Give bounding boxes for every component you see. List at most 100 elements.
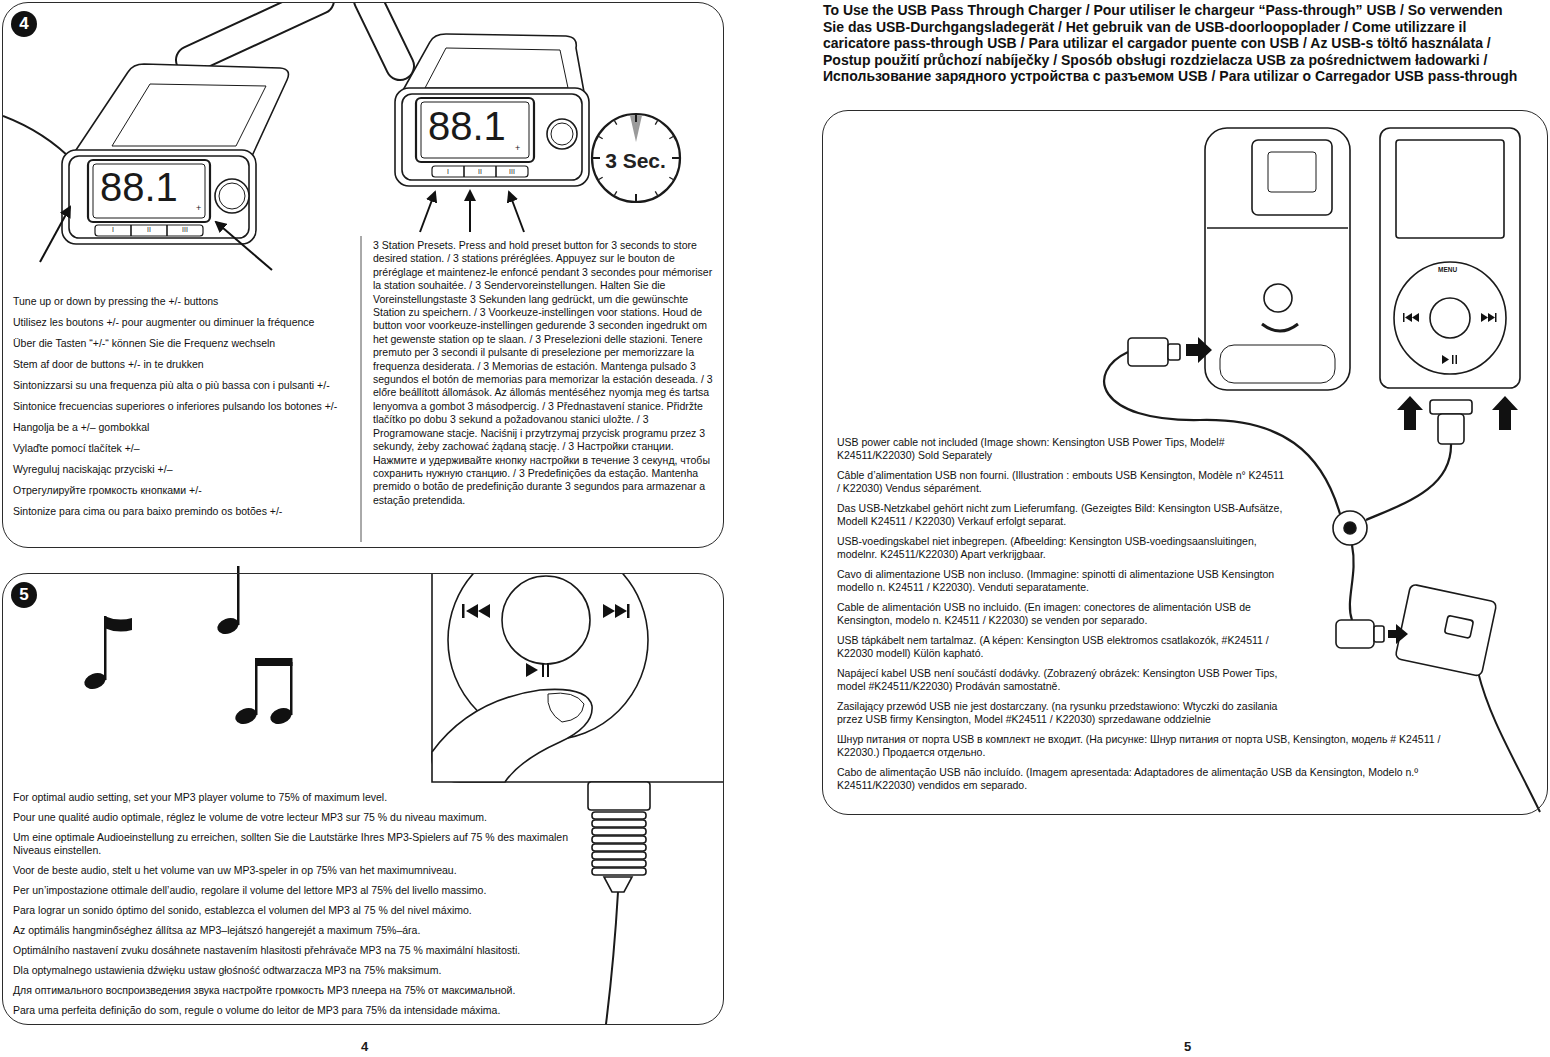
instruction-text: Hangolja be a +/– gombokkal bbox=[13, 421, 358, 434]
instruction-text: Utilisez les boutons +/- pour augmenter … bbox=[13, 316, 358, 329]
fm-transmitter bbox=[62, 150, 256, 244]
callout-number: 4 bbox=[11, 11, 37, 37]
fm-transmitter bbox=[432, 166, 528, 177]
timer-circle: 3 Sec. bbox=[590, 112, 682, 204]
phone-and-player bbox=[1430, 298, 1470, 338]
instruction-text: Dla optymalnego ustawienia dźwięku ustaw… bbox=[13, 964, 573, 977]
timer-tick bbox=[598, 136, 602, 138]
music-notes bbox=[82, 566, 294, 727]
phone-and-player bbox=[1403, 313, 1497, 364]
usb-cable bbox=[1478, 672, 1540, 812]
phone-and-player bbox=[1264, 284, 1292, 312]
pointer-arrow bbox=[40, 207, 272, 270]
timer-tick bbox=[672, 157, 679, 159]
timer-tick bbox=[593, 157, 600, 159]
button-label: I bbox=[112, 226, 114, 234]
display-readout: 88.1 bbox=[100, 164, 178, 210]
mp3-player bbox=[603, 604, 615, 618]
fm-transmitter bbox=[551, 123, 573, 145]
fm-transmitter bbox=[69, 156, 249, 238]
timer-tick bbox=[635, 115, 637, 122]
note-text: Câble d’alimentation USB non fourni. (Il… bbox=[837, 469, 1287, 495]
timer-tick bbox=[669, 177, 673, 179]
pointer-arrow bbox=[40, 207, 70, 262]
mp3-player bbox=[592, 812, 646, 819]
music-notes bbox=[255, 662, 258, 715]
usb-cable bbox=[1344, 522, 1356, 534]
mp3-player bbox=[432, 574, 723, 1024]
fm-transmitter bbox=[190, 3, 320, 60]
mp3-player bbox=[606, 892, 618, 1024]
mp3-player bbox=[432, 689, 592, 782]
music-notes bbox=[104, 616, 132, 632]
fm-transmitter bbox=[402, 94, 582, 180]
usb-cable bbox=[1128, 338, 1168, 366]
fm-transmitter bbox=[190, 3, 320, 60]
usb-cable bbox=[1350, 545, 1354, 620]
fm-transmitter bbox=[495, 166, 497, 177]
fm-transmitter bbox=[88, 160, 210, 222]
timer-tick bbox=[635, 194, 637, 201]
note-text: Das USB-Netzkabel gehört nicht zum Liefe… bbox=[837, 502, 1287, 528]
instruction-text: Pour une qualité audio optimale, réglez … bbox=[13, 811, 573, 824]
phone-and-player bbox=[1405, 313, 1412, 322]
phone-and-player bbox=[1412, 313, 1419, 322]
pointer-arrow bbox=[469, 191, 471, 232]
phone-and-player bbox=[1456, 355, 1458, 364]
mp3-player bbox=[526, 663, 538, 677]
mp3-player bbox=[592, 844, 646, 851]
instruction-text: Optimálního nastavení zvuku dosáhnete na… bbox=[13, 944, 573, 957]
mp3-player bbox=[604, 877, 632, 892]
note-text: Cable de alimentación USB no incluido. (… bbox=[837, 601, 1287, 627]
music-notes bbox=[255, 658, 293, 666]
note-text: Cabo de alimentação USB não incluído. (I… bbox=[837, 766, 1457, 792]
phone-and-player bbox=[1488, 313, 1495, 322]
fm-transmitter bbox=[425, 48, 568, 88]
button-label: III bbox=[509, 168, 515, 176]
usb-cable bbox=[1395, 584, 1497, 677]
fm-transmitter bbox=[463, 166, 465, 177]
button-label: III bbox=[182, 226, 188, 234]
fm-transmitter bbox=[166, 225, 168, 236]
button-label: I bbox=[447, 168, 449, 176]
note-text: Napájecí kabel USB není součástí dodávky… bbox=[837, 667, 1287, 693]
usb-cable bbox=[1444, 615, 1473, 638]
mp3-player bbox=[462, 604, 630, 677]
phone-and-player bbox=[1394, 262, 1506, 374]
note-text: Cavo di alimentazione USB non incluso. (… bbox=[837, 568, 1287, 594]
phone-and-player bbox=[1495, 313, 1497, 322]
usb-cable bbox=[1333, 511, 1367, 545]
mp3-player bbox=[592, 868, 646, 875]
usb-cable bbox=[1430, 400, 1472, 414]
fm-transmitter bbox=[3, 3, 320, 244]
mp3-player bbox=[627, 604, 630, 618]
step-panel: 5For optimal audio setting, set your MP3… bbox=[2, 573, 724, 1025]
phone-and-player bbox=[1396, 140, 1504, 238]
mp3-player bbox=[547, 663, 549, 677]
timer-tick bbox=[614, 120, 616, 124]
mp3-player bbox=[478, 604, 490, 618]
phone-and-player bbox=[1205, 128, 1350, 390]
usb-cable bbox=[1374, 626, 1384, 642]
timer-tick bbox=[655, 120, 657, 124]
instruction-text: Über die Tasten “+/-“ können Sie die Fre… bbox=[13, 337, 358, 350]
fm-transmitter bbox=[368, 3, 400, 66]
fm-transmitter bbox=[3, 116, 74, 162]
instruction-text: Para lograr un sonido óptimo del sonido,… bbox=[13, 904, 573, 917]
fm-transmitter bbox=[547, 119, 577, 149]
callout-number: 5 bbox=[11, 582, 37, 608]
fm-transmitter bbox=[112, 84, 266, 146]
mp3-player bbox=[462, 604, 465, 618]
page-title: To Use the USB Pass Through Charger / Po… bbox=[823, 2, 1523, 85]
phone-and-player bbox=[1268, 152, 1316, 192]
instruction-text: Sintonize para cima ou para baixo premin… bbox=[13, 505, 358, 518]
usb-cable bbox=[1336, 620, 1374, 648]
fm-transmitter bbox=[416, 98, 534, 162]
phone-and-player bbox=[1452, 355, 1454, 364]
timer-label: 3 Sec. bbox=[590, 149, 682, 173]
music-notes bbox=[290, 662, 293, 715]
button-label: + bbox=[196, 203, 201, 213]
page-number: 4 bbox=[361, 1040, 368, 1055]
timer-tick bbox=[655, 191, 657, 195]
note-text: Zasilający przewód USB nie jest dostarcz… bbox=[837, 700, 1287, 726]
